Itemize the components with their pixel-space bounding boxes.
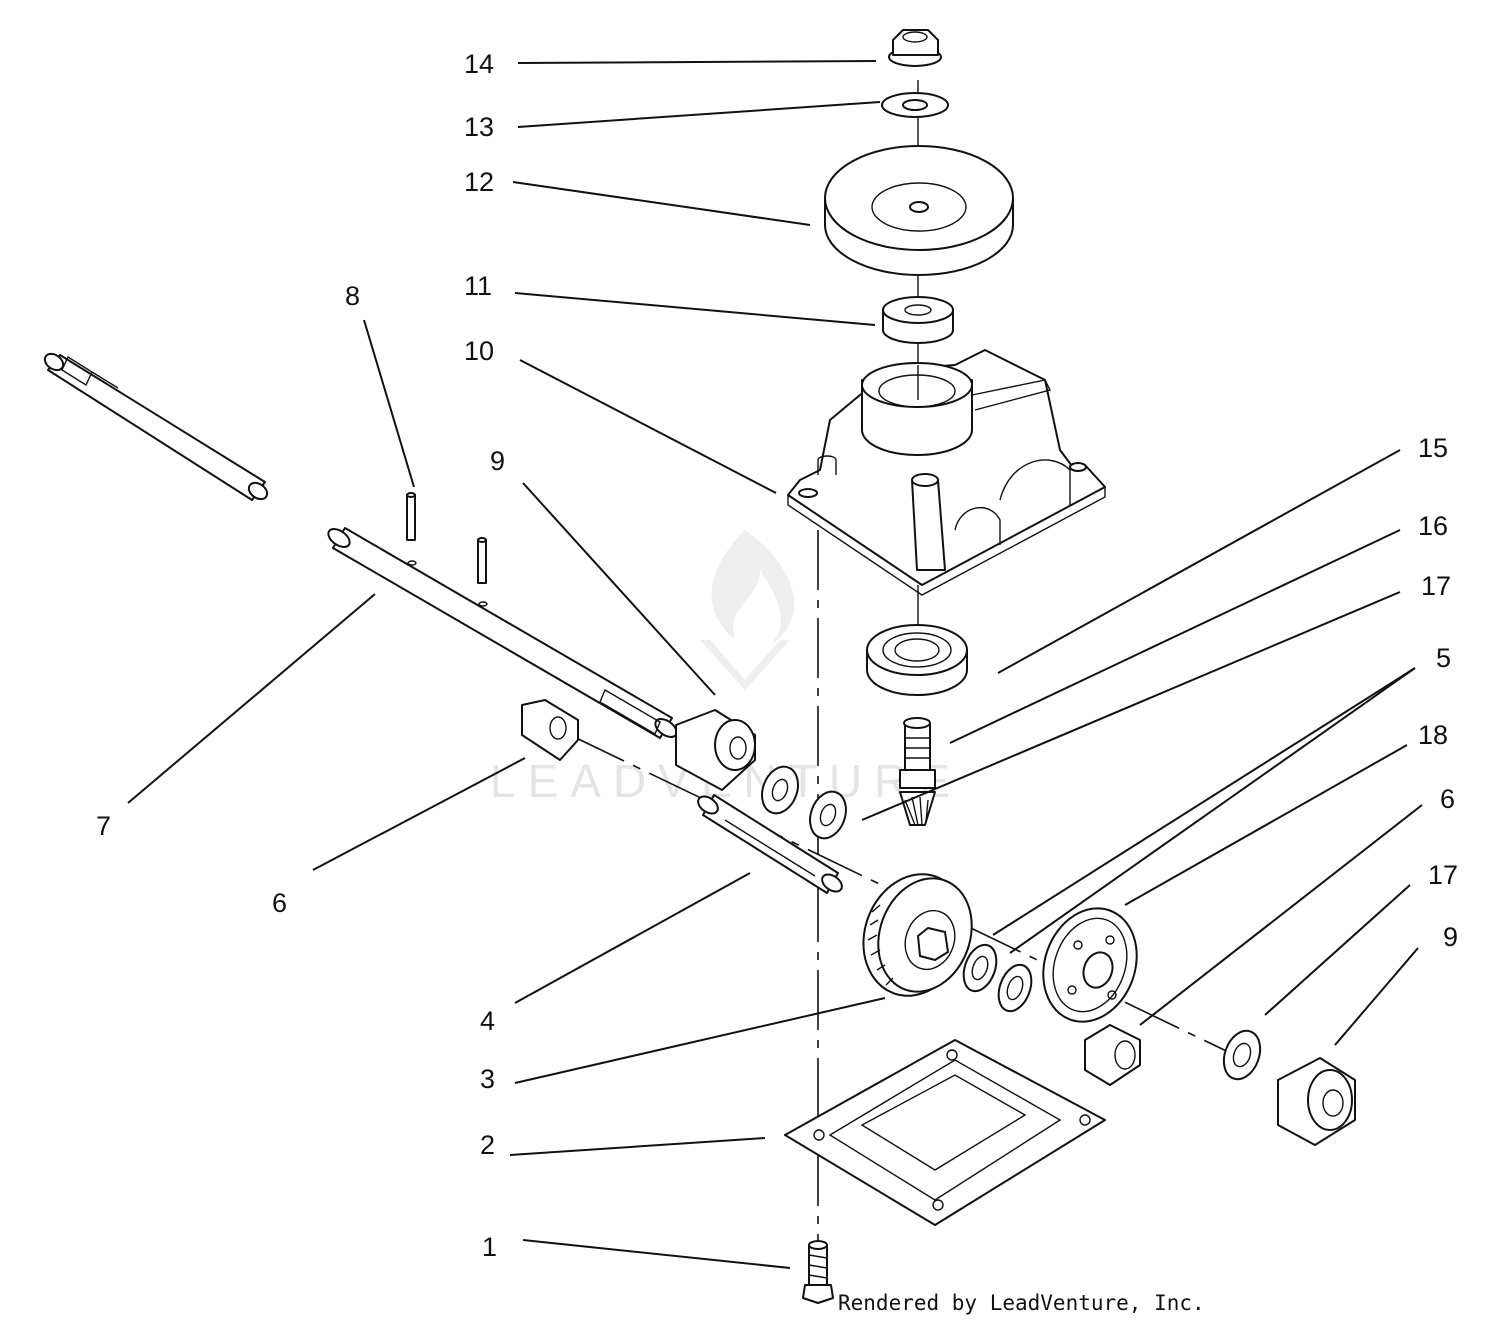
part-6-bushing-right xyxy=(1084,1024,1141,1086)
callout-11: 11 xyxy=(464,271,492,301)
callout-3: 3 xyxy=(480,1064,495,1094)
callout-4: 4 xyxy=(480,1006,495,1036)
callout-8: 8 xyxy=(345,281,360,311)
part-11-spacer xyxy=(882,296,954,344)
part-15-bearing xyxy=(866,624,968,696)
callout-15: 15 xyxy=(1418,433,1448,463)
part-7-shaft xyxy=(43,352,269,501)
part-16-pinion-shaft xyxy=(899,717,936,789)
callout-17-upper: 17 xyxy=(1421,571,1451,601)
part-13-washer xyxy=(881,92,949,118)
part-14-flange-nut xyxy=(888,29,942,67)
callout-7: 7 xyxy=(96,811,111,841)
callout-labels: 14 13 12 11 10 8 9 15 16 17 5 18 6 17 9 … xyxy=(96,49,1458,1262)
callout-2: 2 xyxy=(480,1130,495,1160)
callout-14: 14 xyxy=(464,49,494,79)
part-8-pins xyxy=(406,492,488,607)
callout-12: 12 xyxy=(464,167,494,197)
part-17-washers xyxy=(761,765,847,840)
callout-18: 18 xyxy=(1418,720,1448,750)
callout-1: 1 xyxy=(482,1232,497,1262)
callout-9-left: 9 xyxy=(490,446,505,476)
part-18-spur-gear xyxy=(1042,907,1138,1023)
callout-6-right: 6 xyxy=(1440,784,1455,814)
part-12-pulley xyxy=(824,145,1014,276)
part-3-bevel-gear xyxy=(862,873,973,997)
part-4-gear-shaft xyxy=(697,794,843,894)
callout-17-lower: 17 xyxy=(1428,860,1458,890)
part-5-washer xyxy=(962,943,1033,1013)
callout-9-right: 9 xyxy=(1443,922,1458,952)
callout-13: 13 xyxy=(464,112,494,142)
part-17-washer-right xyxy=(1222,1029,1262,1081)
part-6-bushing-left xyxy=(521,699,579,761)
leader-lines xyxy=(127,60,1423,1269)
part-9-bushing-left xyxy=(675,709,756,791)
part-2-gasket-plate xyxy=(784,1039,1106,1226)
callout-6-left: 6 xyxy=(272,888,287,918)
callout-16: 16 xyxy=(1418,511,1448,541)
callout-5: 5 xyxy=(1436,643,1451,673)
part-7-main-shaft xyxy=(327,527,678,739)
credit-text: Rendered by LeadVenture, Inc. xyxy=(838,1291,1205,1315)
callout-10: 10 xyxy=(464,336,494,366)
part-1-bolt xyxy=(802,1240,834,1304)
part-10-gearbox-housing xyxy=(787,349,1106,596)
part-9-bushing-right xyxy=(1277,1057,1356,1146)
